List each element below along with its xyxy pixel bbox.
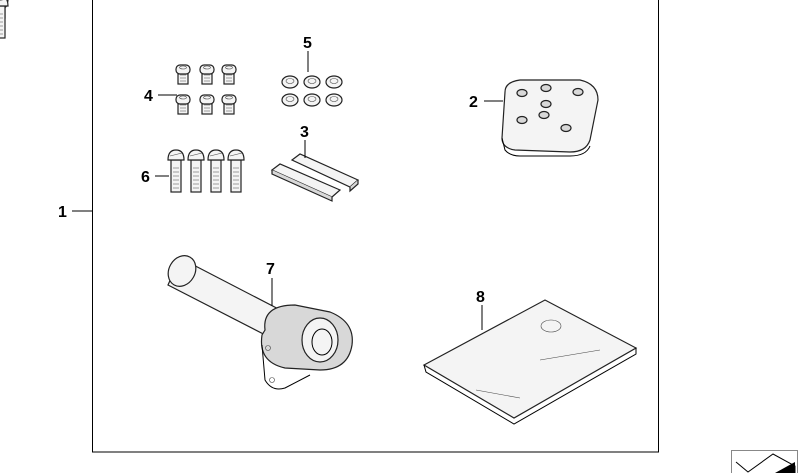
callout-3[interactable]: 3 (300, 124, 309, 141)
catalog-arrow-icon[interactable] (731, 450, 798, 473)
handlebar-clamp-bar[interactable] (163, 251, 353, 390)
adhesive-strips[interactable] (270, 153, 360, 202)
callout-6[interactable]: 6 (141, 169, 150, 186)
washers[interactable] (0, 0, 343, 107)
instruction-sheet[interactable] (422, 299, 638, 425)
oval-head-screws[interactable] (0, 0, 245, 193)
callout-1[interactable]: 1 (58, 204, 67, 221)
kit-frame (92, 0, 659, 453)
callout-5[interactable]: 5 (303, 35, 312, 52)
callout-2[interactable]: 2 (469, 94, 478, 111)
callout-7[interactable]: 7 (266, 261, 275, 278)
callout-4[interactable]: 4 (144, 88, 153, 105)
mounting-block[interactable] (501, 79, 599, 157)
socket-head-screws[interactable] (0, 0, 237, 115)
callout-8[interactable]: 8 (476, 289, 485, 306)
